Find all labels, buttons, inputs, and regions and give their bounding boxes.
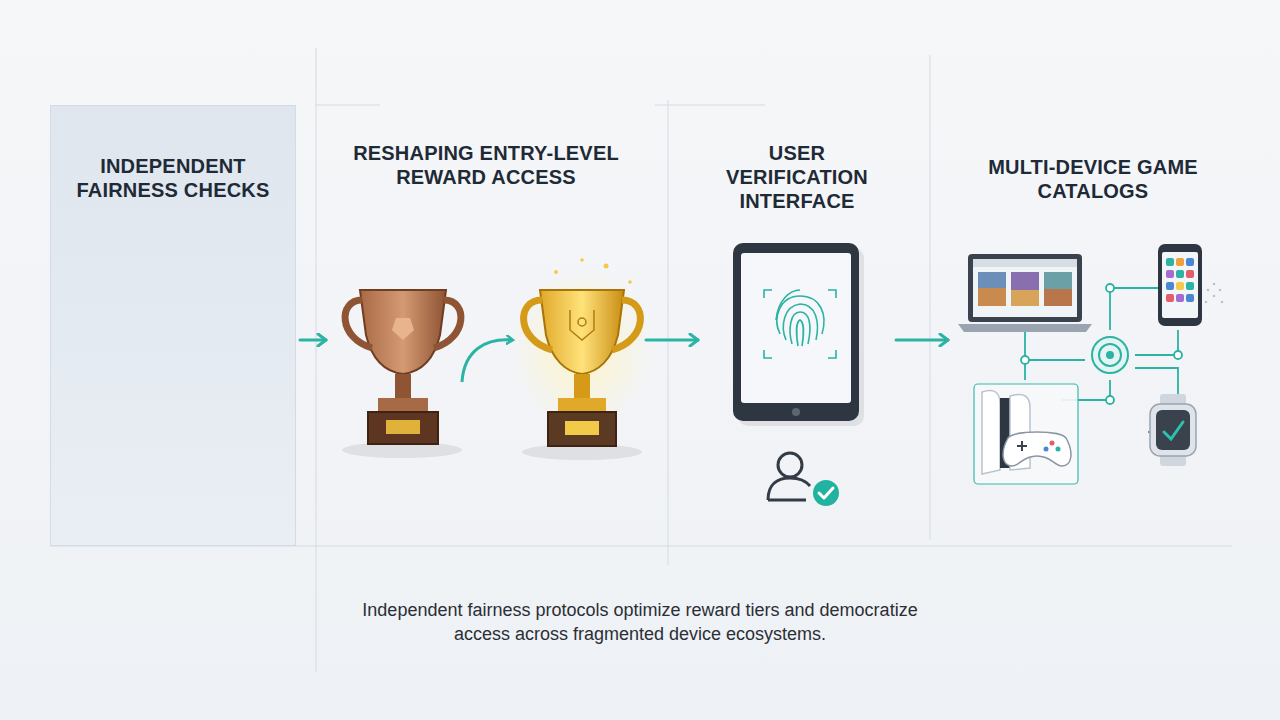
flow-arrow (646, 339, 698, 342)
stage-column: RESHAPING ENTRY-LEVEL REWARD ACCESS (330, 105, 642, 505)
caption: Independent fairness protocols optimize … (340, 598, 940, 646)
stage-column: MULTI-DEVICE GAME CATALOGS (952, 105, 1234, 505)
stage-heading: MULTI-DEVICE GAME CATALOGS (960, 155, 1226, 203)
stage-heading: RESHAPING ENTRY-LEVEL REWARD ACCESS (338, 141, 634, 189)
stage-heading: USER VERIFICATION INTERFACE (706, 141, 888, 213)
stage-column: USER VERIFICATION INTERFACE (702, 105, 892, 525)
flow-arrow (896, 339, 948, 342)
stage-panel: INDEPENDENT FAIRNESS CHECKS (50, 105, 296, 546)
flow-arrow (300, 339, 326, 342)
stage-heading: INDEPENDENT FAIRNESS CHECKS (65, 154, 281, 202)
